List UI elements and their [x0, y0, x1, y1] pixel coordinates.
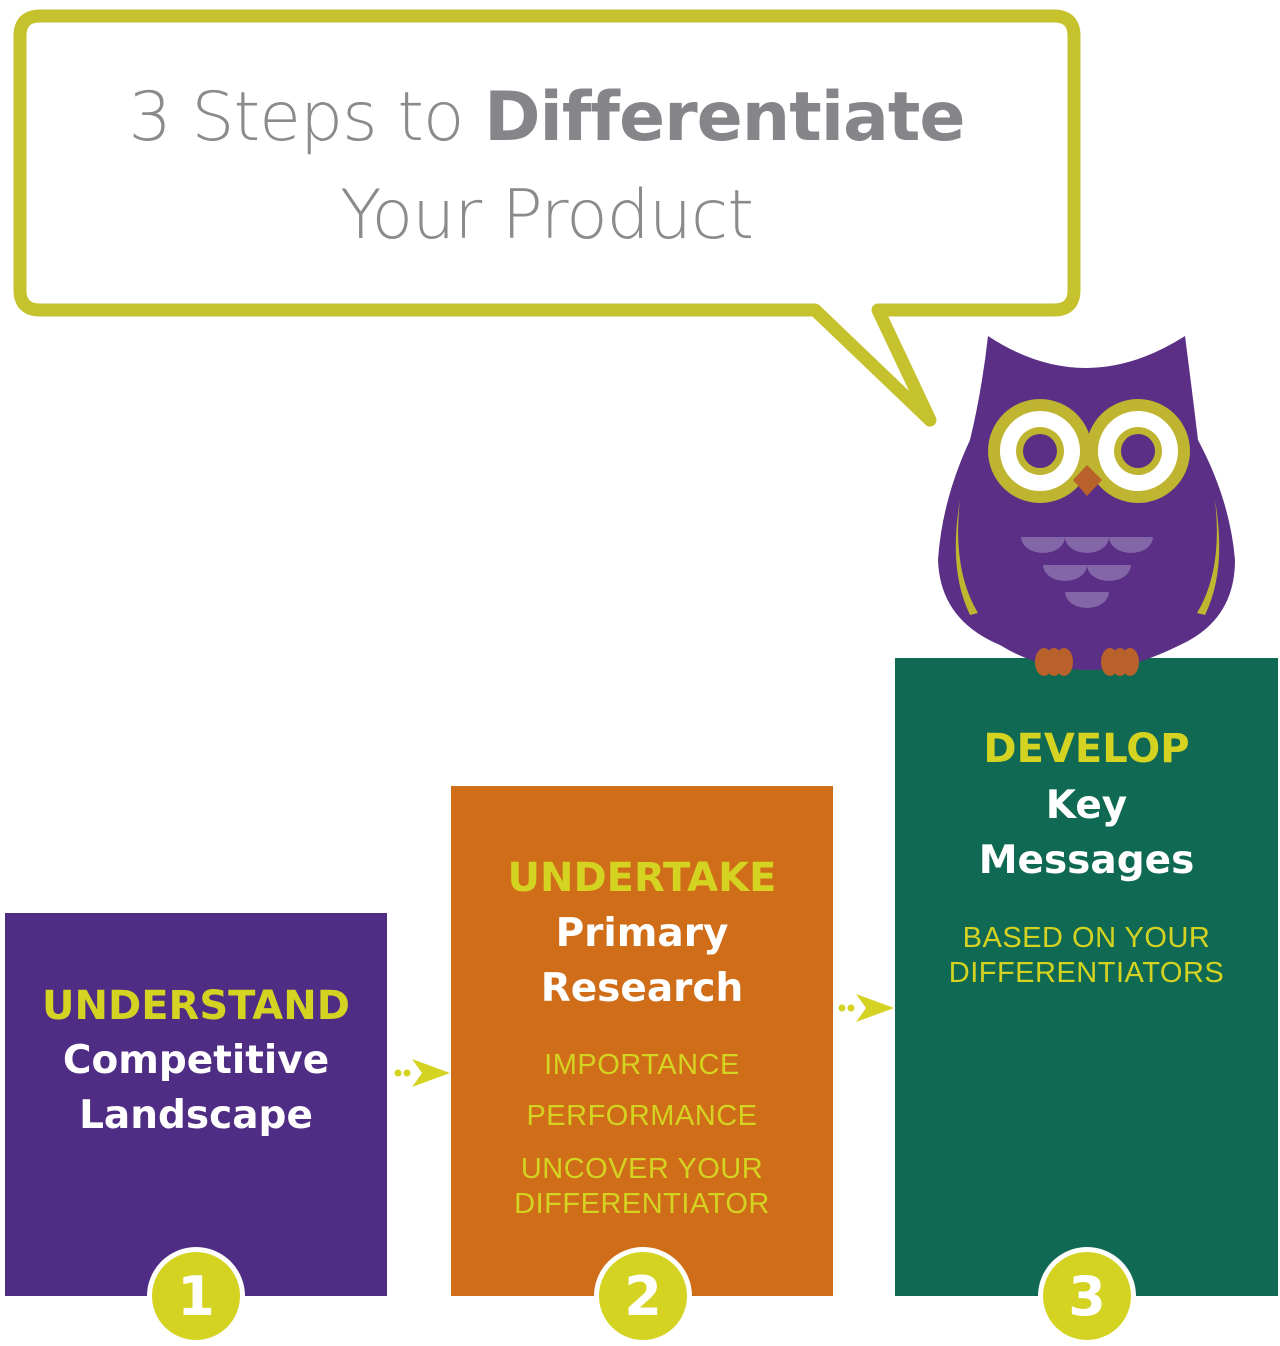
step-1-noun-2: Landscape: [79, 1093, 313, 1138]
step-2-noun-2: Research: [540, 966, 744, 1011]
step-2-detail-4: DIFFERENTIATOR: [514, 1188, 770, 1220]
step-2-noun-1: Primary: [555, 911, 729, 956]
step-3-noun-2: Messages: [978, 838, 1195, 883]
step-3-number-badge: 3: [1038, 1247, 1136, 1345]
step-1-verb: UNDERSTAND: [42, 983, 350, 1029]
step-2-detail-1: IMPORTANCE: [544, 1049, 740, 1081]
step-2-detail-3: UNCOVER YOUR: [520, 1153, 764, 1185]
title-line-2: Your Product: [340, 176, 754, 255]
step-3-box: DEVELOP Key Messages BASED ON YOUR DIFFE…: [895, 658, 1278, 1296]
step-3-detail-1: BASED ON YOUR: [962, 922, 1211, 954]
step-3-verb: DEVELOP: [983, 726, 1190, 772]
speech-bubble: [13, 9, 1081, 427]
step-3-noun-1: Key: [1045, 783, 1128, 828]
owl-mascot-icon: [938, 336, 1235, 676]
step-2-detail-2: PERFORMANCE: [526, 1100, 758, 1132]
arrow-right-icon: [838, 994, 894, 1022]
title-line-1: 3 Steps to Differentiate: [13, 84, 1080, 152]
step-2-box: UNDERTAKE Primary Research IMPORTANCE PE…: [451, 786, 833, 1296]
step-1-noun-1: Competitive: [62, 1038, 330, 1083]
step-3-detail-2: DIFFERENTIATORS: [948, 957, 1225, 989]
title-light: 3 Steps to: [128, 78, 485, 157]
step-1-box: UNDERSTAND Competitive Landscape: [5, 913, 387, 1296]
step-2-verb: UNDERTAKE: [507, 855, 777, 901]
step-2-number-badge: 2: [594, 1247, 692, 1345]
step-1-number-badge: 1: [147, 1247, 245, 1345]
title-bold: Differentiate: [484, 78, 965, 157]
arrow-right-icon: [394, 1059, 450, 1087]
